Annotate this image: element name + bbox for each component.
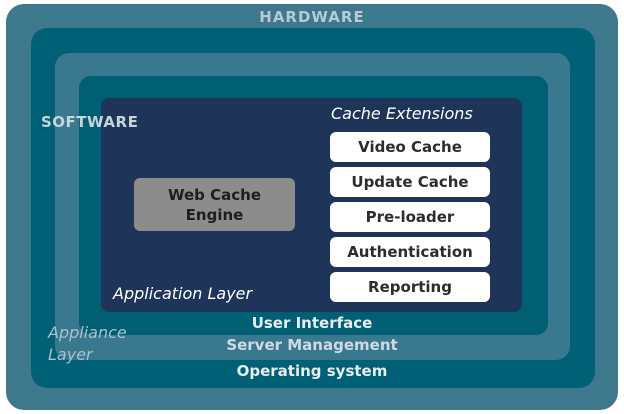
server-management-label: Server Management: [226, 336, 398, 354]
pre-loader-box: Pre-loader: [330, 202, 490, 232]
authentication-box: Authentication: [330, 237, 490, 267]
update-cache-box: Update Cache: [330, 167, 490, 197]
web-cache-engine-box: Web Cache Engine: [134, 178, 295, 231]
cache-extensions-title: Cache Extensions: [331, 104, 473, 123]
application-layer-label: Application Layer: [113, 284, 253, 303]
reporting-box: Reporting: [330, 272, 490, 302]
appliance-layer-label: Appliance Layer: [48, 323, 127, 364]
user-interface-label: User Interface: [251, 314, 373, 332]
operating-system-label: Operating system: [236, 362, 388, 380]
hardware-label: HARDWARE: [259, 8, 365, 26]
software-label: SOFTWARE: [41, 113, 139, 131]
video-cache-box: Video Cache: [330, 132, 490, 162]
